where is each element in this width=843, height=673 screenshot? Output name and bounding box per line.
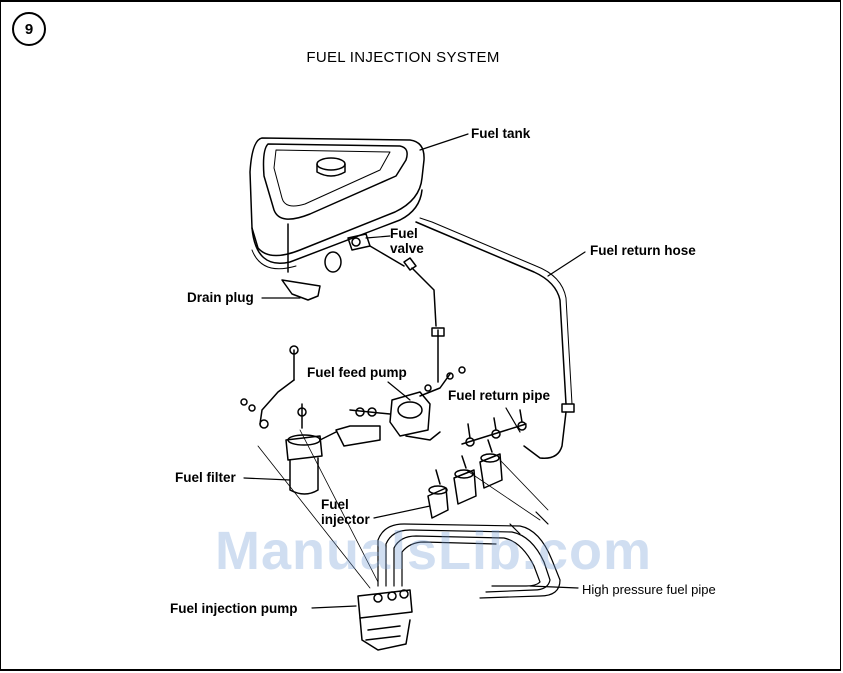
label-high-pressure-fuel-pipe: High pressure fuel pipe [582, 582, 716, 597]
label-fuel-feed-pump: Fuel feed pump [307, 365, 407, 380]
high-pressure-fuel-pipe-drawing [377, 511, 561, 599]
fuel-injection-pump-drawing [357, 589, 413, 651]
label-drain-plug: Drain plug [187, 290, 254, 305]
figure-number-badge: 9 [12, 12, 46, 46]
fuel-return-pipe-drawing [461, 409, 527, 447]
label-fuel-tank: Fuel tank [471, 126, 531, 141]
label-fuel-valve-line2: valve [390, 241, 424, 256]
watermark: ManualsLib.com [215, 521, 653, 581]
label-fuel-filter: Fuel filter [175, 470, 236, 485]
fuel-feed-pump-drawing [335, 366, 466, 447]
fuel-filter-drawing [240, 345, 337, 495]
fuel-valve-drawing [347, 233, 445, 383]
label-fuel-injector-line1: Fuel [321, 497, 349, 512]
fuel-tank-drawing [249, 137, 425, 301]
label-leader-lines [243, 133, 586, 609]
label-fuel-valve-line1: Fuel [390, 226, 418, 241]
assembly-guide-lines [257, 429, 549, 589]
label-fuel-return-hose: Fuel return hose [590, 243, 696, 258]
label-fuel-injector-line2: injector [321, 512, 370, 527]
fuel-return-hose-drawing [415, 217, 575, 459]
label-fuel-injection-pump: Fuel injection pump [170, 601, 298, 616]
diagram-title: FUEL INJECTION SYSTEM [306, 49, 500, 66]
fuel-injector-drawing [427, 439, 503, 519]
label-fuel-return-pipe: Fuel return pipe [448, 388, 551, 403]
